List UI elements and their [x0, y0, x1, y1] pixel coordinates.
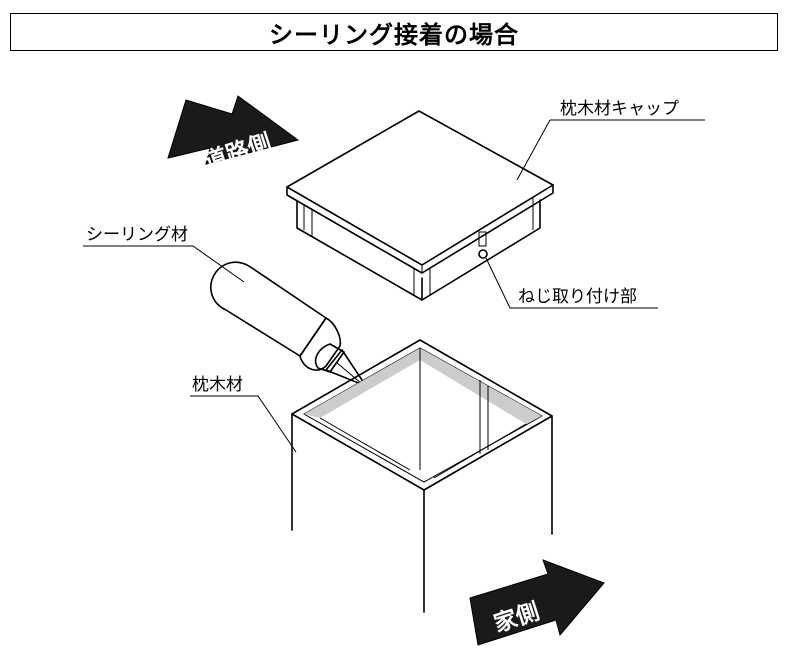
sealant-tube [210, 261, 367, 387]
cap-label: 枕木材キャップ [560, 99, 679, 119]
post-label: 枕木材 [192, 375, 243, 395]
post [291, 339, 553, 613]
leader-lines [83, 119, 705, 453]
page-title: シーリング接着の場合 [269, 20, 519, 49]
title-box: シーリング接着の場合 [10, 13, 778, 51]
sealant-label: シーリング材 [86, 225, 188, 245]
house-side-arrow: 家側 [469, 559, 605, 646]
post-cap [286, 110, 554, 301]
road-side-arrow: 道路側 [167, 95, 300, 176]
screw-icon [478, 249, 488, 259]
screw-mount-label: ねじ取り付け部 [518, 287, 637, 307]
